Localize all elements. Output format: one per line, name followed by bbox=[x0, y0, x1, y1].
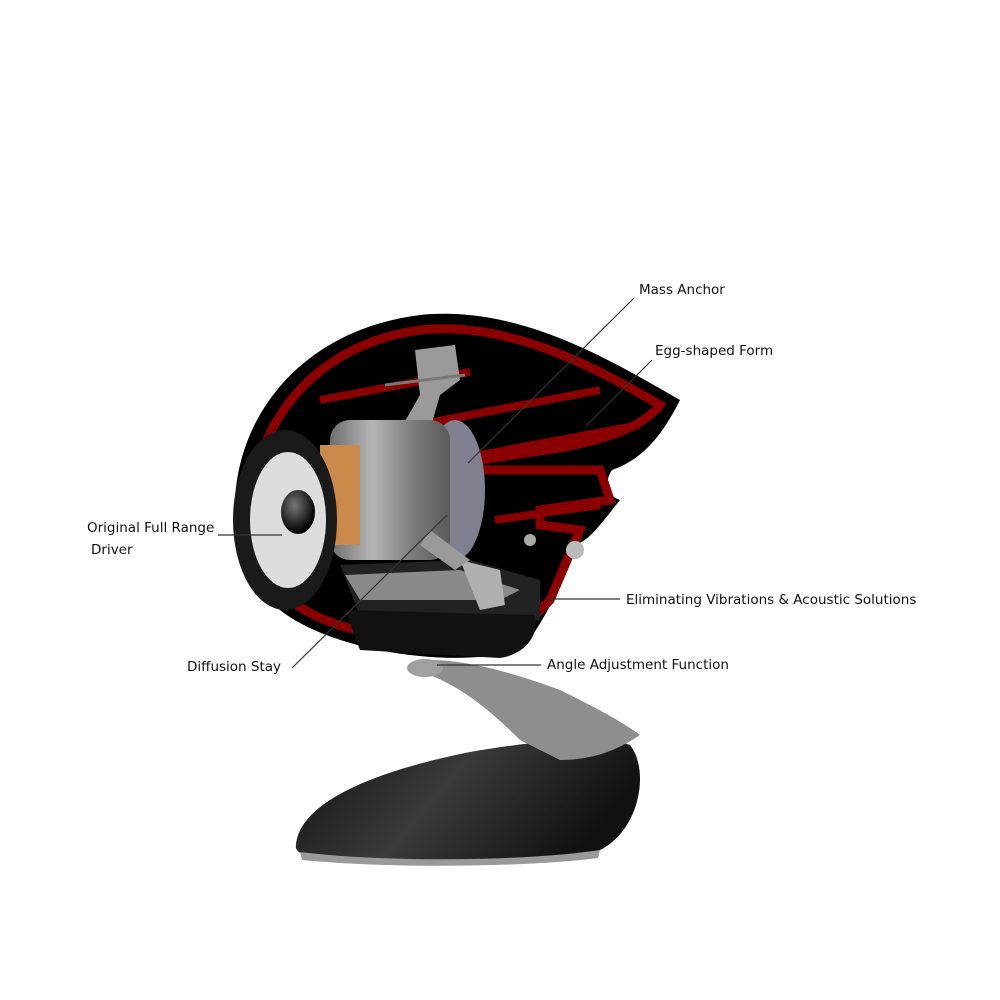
leader-diffusion-stay bbox=[291, 514, 448, 669]
leader-mass-anchor bbox=[467, 297, 635, 464]
stand-base bbox=[295, 739, 640, 866]
driver-assembly bbox=[233, 345, 584, 658]
stand-arm bbox=[410, 660, 640, 760]
label-eliminating-vibrations: Eliminating Vibrations & Acoustic Soluti… bbox=[626, 592, 917, 608]
leader-lines bbox=[218, 297, 653, 669]
label-mass-anchor: Mass Anchor bbox=[639, 282, 725, 298]
label-driver-line1: Original Full Range bbox=[87, 520, 215, 536]
label-driver-line2: Driver bbox=[91, 542, 133, 558]
label-egg-shaped-form: Egg-shaped Form bbox=[655, 343, 774, 359]
angle-joint bbox=[407, 659, 443, 677]
label-diffusion-stay: Diffusion Stay bbox=[187, 659, 282, 675]
label-angle-adjustment: Angle Adjustment Function bbox=[547, 657, 729, 673]
leader-egg-shaped-form bbox=[585, 359, 653, 427]
